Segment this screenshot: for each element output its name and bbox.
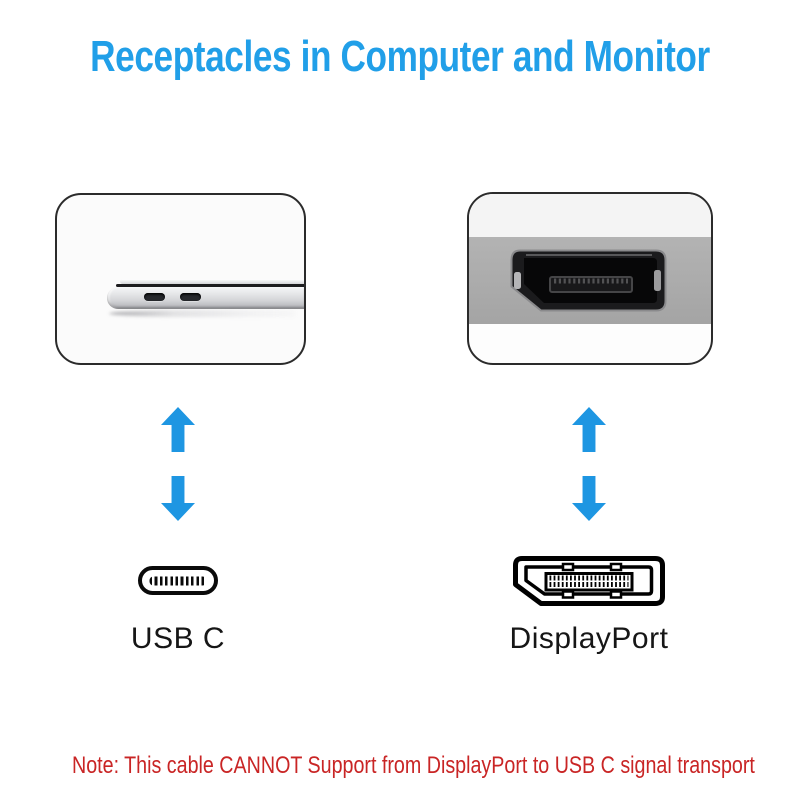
displayport-connector-icon (513, 556, 665, 606)
arrow-down-icon (161, 476, 195, 521)
usb-c-port-photo (180, 293, 201, 301)
arrow-up-icon (161, 407, 195, 452)
arrow-down-icon (572, 476, 606, 521)
bidirectional-arrows-left (161, 407, 195, 521)
page-title: Receptacles in Computer and Monitor (90, 32, 710, 81)
displayport-receptacle-photo (510, 249, 667, 312)
monitor-photo-panel (467, 192, 713, 365)
warning-note: Note: This cable CANNOT Support from Dis… (72, 752, 755, 779)
laptop-lid-gap (116, 284, 304, 287)
arrow-up-icon (572, 407, 606, 452)
bidirectional-arrows-right (572, 407, 606, 521)
monitor-top-surface (469, 194, 711, 237)
usb-c-label: USB C (130, 622, 226, 655)
laptop-body (107, 287, 304, 309)
monitor-back-surface (469, 237, 711, 324)
laptop-shadow (109, 310, 295, 317)
displayport-label: DisplayPort (509, 622, 669, 655)
usb-c-connector-icon (138, 566, 218, 595)
laptop-lid (120, 279, 304, 284)
usb-c-pins (149, 576, 207, 585)
usb-c-port-photo (144, 293, 165, 301)
computer-photo-panel (55, 193, 306, 365)
macbook-edge-usb-c-ports-photo (107, 279, 304, 321)
